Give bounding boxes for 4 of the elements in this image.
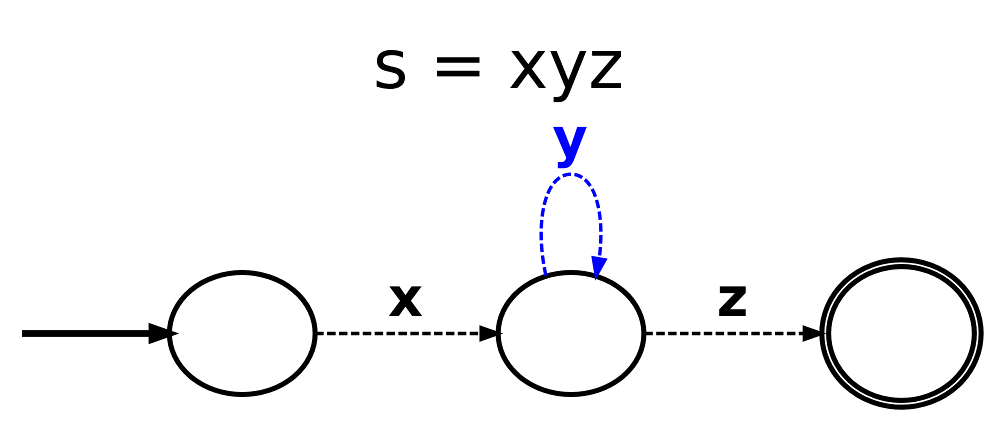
diagram-title: s = xyz bbox=[373, 24, 624, 104]
edge-label: y bbox=[552, 106, 588, 170]
edge-label: x bbox=[388, 266, 423, 329]
edge-label: z bbox=[716, 266, 748, 329]
